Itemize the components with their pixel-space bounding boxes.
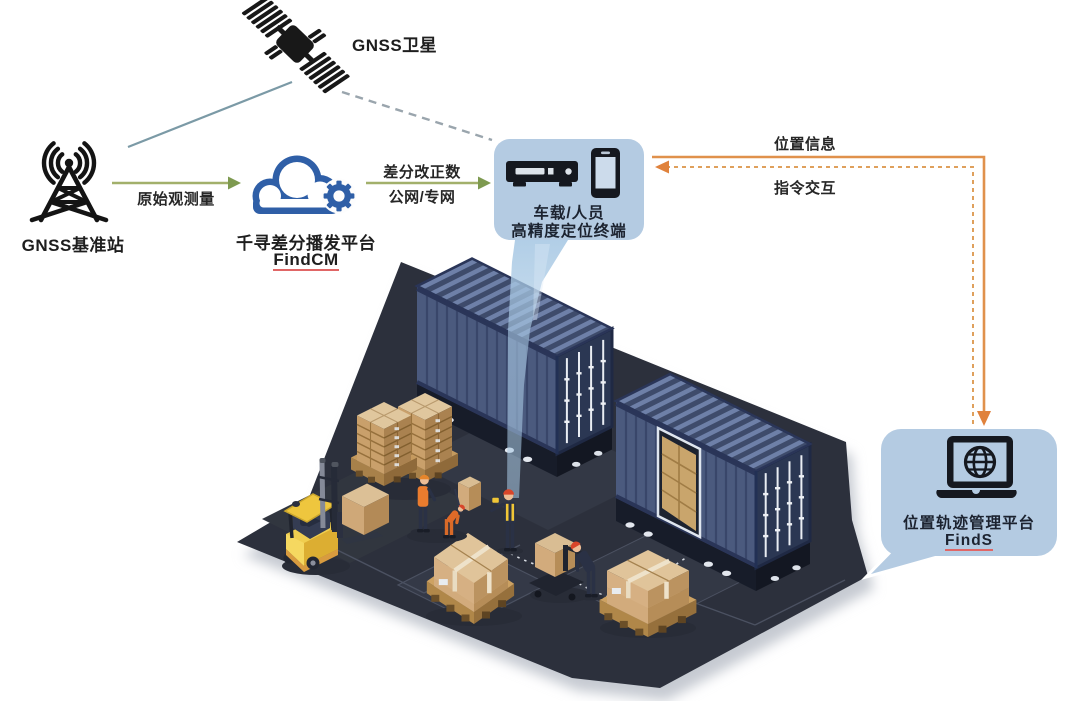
- arrow-position-info: [652, 155, 991, 426]
- forklift: [282, 458, 383, 575]
- terminal-label-1: 车载/人员: [533, 205, 605, 222]
- worker-bending: [441, 504, 465, 542]
- satellite-label: GNSS卫星: [352, 36, 438, 55]
- arrow-correction: [366, 176, 491, 190]
- correction-label-2: 公网/专网: [388, 189, 456, 206]
- correction-label-1: 差分改正数: [383, 164, 461, 181]
- positioning-beam: [507, 240, 568, 498]
- box-stack-1: [351, 402, 417, 486]
- cloud-platform-name: FindCM: [273, 250, 339, 271]
- container-2: [613, 372, 813, 591]
- globe-icon: [963, 445, 997, 479]
- base-station-label: GNSS基准站: [21, 236, 125, 255]
- warehouse-scene: [237, 240, 874, 701]
- cloud-platform-label: 千寻差分播发平台: [236, 234, 376, 253]
- cloud-gear-icon: [245, 148, 357, 222]
- management-platform-name: FindS: [944, 532, 994, 551]
- terminal-label-2: 高精度定位终端: [511, 223, 627, 240]
- box-on-forks: [342, 483, 389, 535]
- satellite-icon: [241, 0, 350, 94]
- worker-beam: [490, 489, 524, 555]
- receiver-icon: [506, 161, 578, 187]
- link-satellite-station: [127, 80, 293, 149]
- laptop-globe-icon: [936, 436, 1017, 499]
- command-interaction-label: 指令交互: [773, 180, 836, 197]
- hand-truck-box: [454, 476, 481, 514]
- worker-jack: [570, 541, 604, 601]
- pallet-boxes-center: [426, 533, 515, 624]
- radio-tower-icon: [29, 141, 109, 223]
- worker-vest: [410, 474, 437, 536]
- pallet-jack: [529, 533, 590, 603]
- management-platform-label: 位置轨迹管理平台: [902, 515, 1035, 532]
- smartphone-icon: [591, 148, 620, 198]
- gear-icon: [323, 180, 355, 212]
- link-satellite-terminal: [341, 90, 493, 142]
- pallet-boxes-right: [599, 550, 697, 637]
- position-info-label: 位置信息: [773, 136, 836, 153]
- arrow-command-interaction: [655, 160, 974, 424]
- arrow-raw-observation: [112, 176, 241, 190]
- raw-observation-label: 原始观测量: [137, 191, 215, 208]
